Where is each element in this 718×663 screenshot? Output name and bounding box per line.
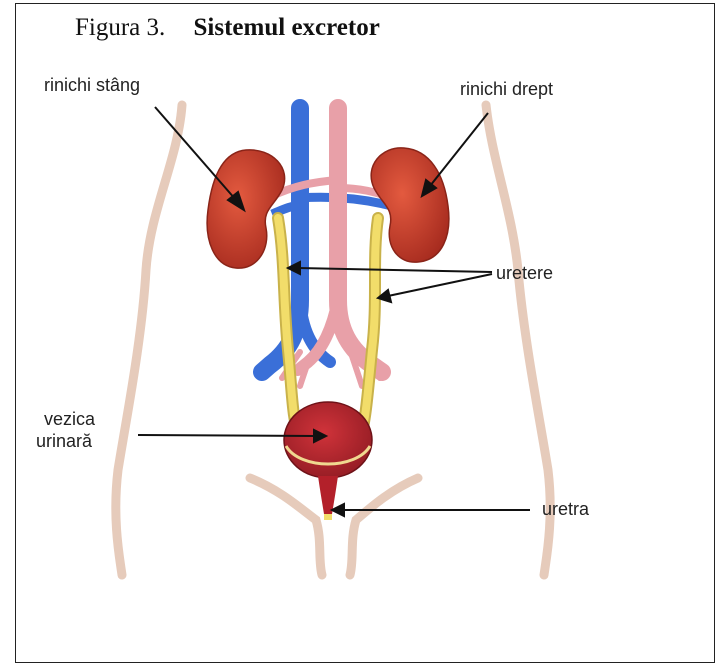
label-bladder-line1: vezica	[44, 408, 95, 430]
label-right-kidney: rinichi drept	[460, 78, 553, 100]
label-urethra: uretra	[542, 498, 589, 520]
right-body-contour	[486, 105, 550, 575]
right-groin-contour	[350, 478, 418, 575]
arrow-right-kidney	[430, 113, 488, 186]
left-groin-contour	[250, 478, 322, 575]
label-left-kidney: rinichi stâng	[44, 74, 140, 96]
left-body-contour	[116, 105, 182, 575]
label-bladder-line2: urinară	[36, 430, 92, 452]
label-ureters: uretere	[496, 262, 553, 284]
arrow-bladder	[138, 435, 316, 436]
arrow-ureter-left	[298, 268, 492, 272]
arrowhead-urethra	[332, 504, 344, 516]
excretory-system-diagram	[0, 0, 718, 648]
arrow-ureter-right	[388, 274, 492, 296]
